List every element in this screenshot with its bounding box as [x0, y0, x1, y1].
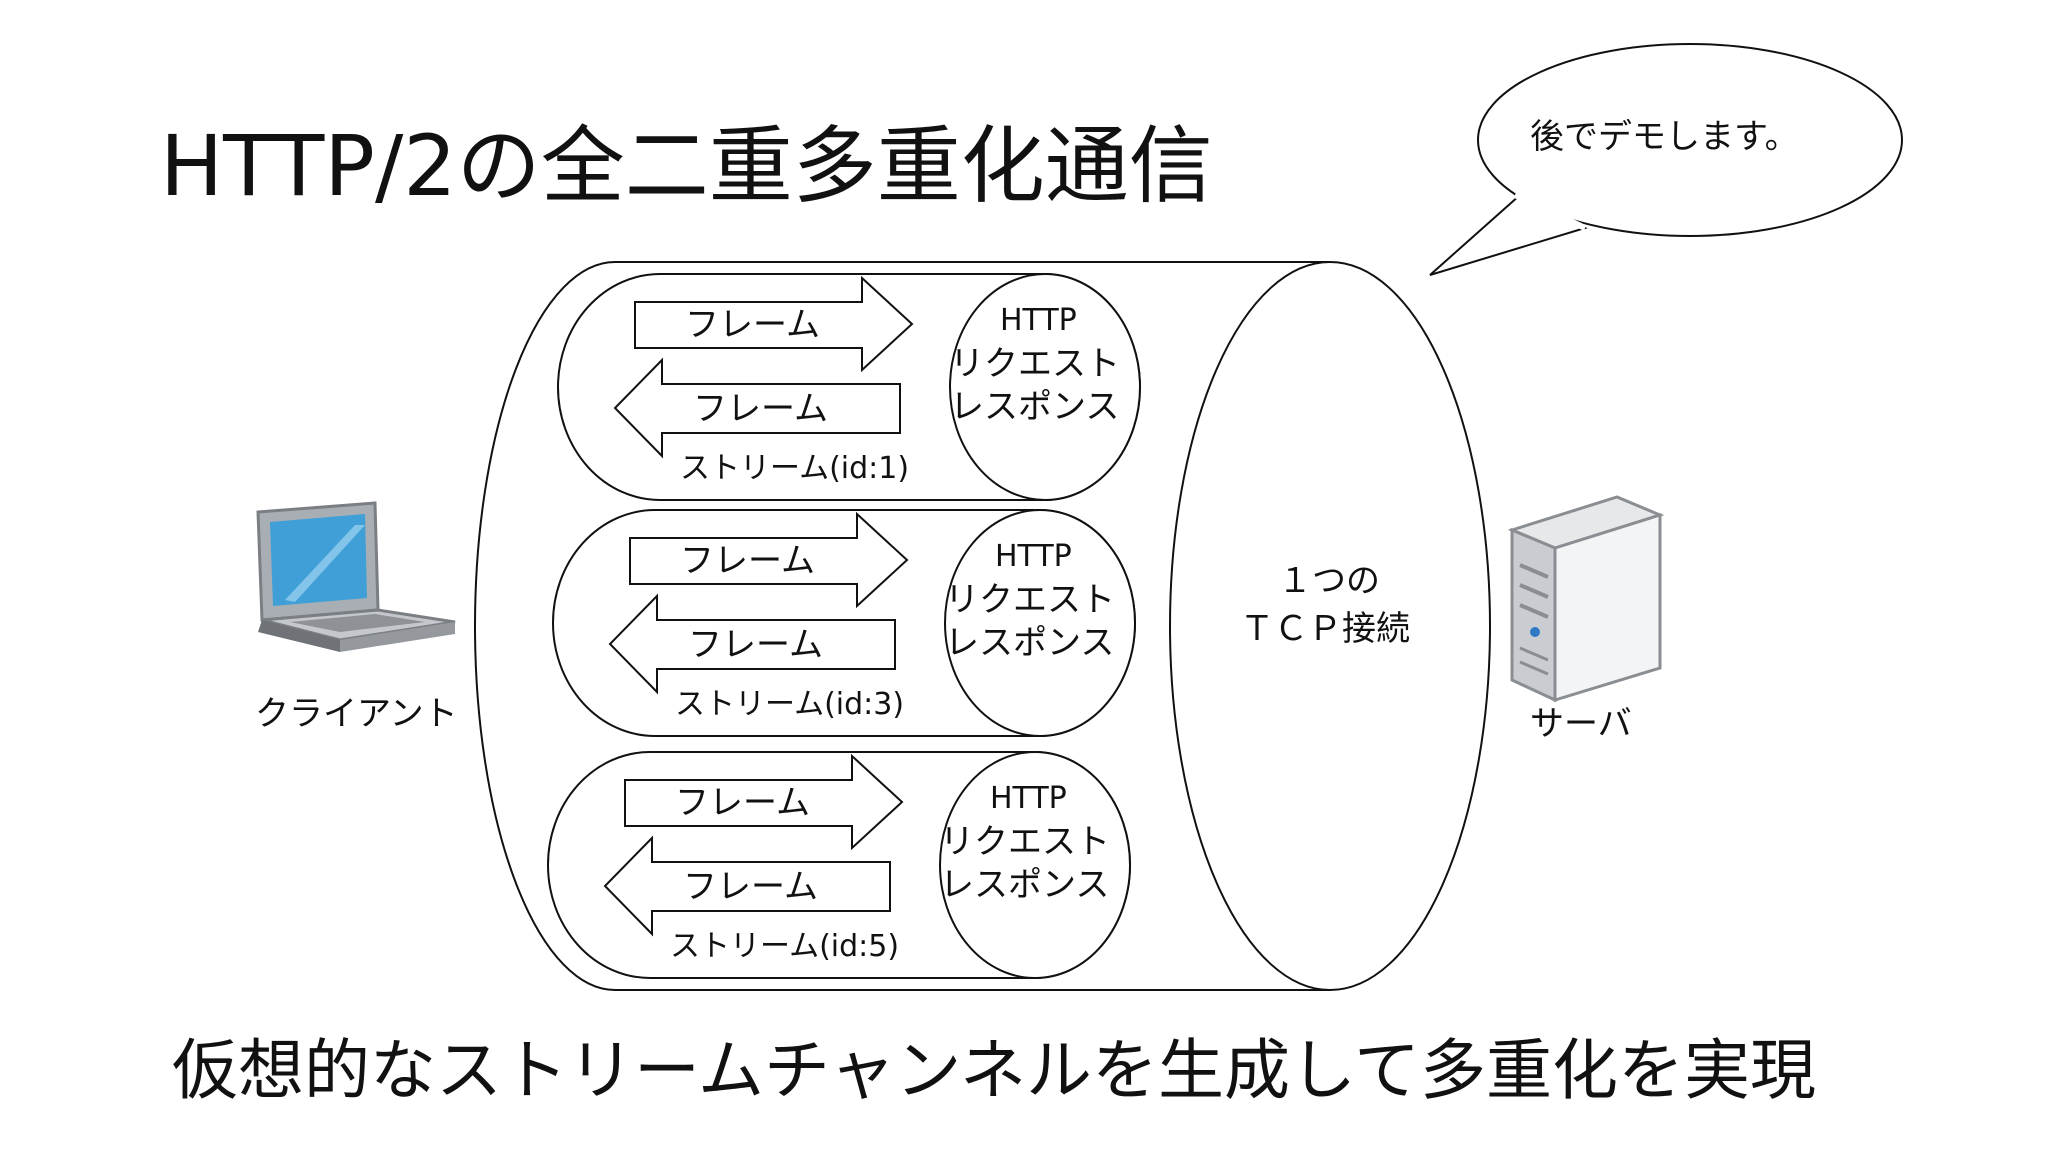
- tcp-label-line2: ＴＣＰ接続: [1240, 609, 1410, 649]
- stream-label: ストリーム(id:5): [670, 929, 899, 964]
- http-cap-line1: HTTP: [1000, 303, 1077, 338]
- laptop-icon: [256, 501, 456, 652]
- frame-arrow-incoming: [603, 835, 891, 937]
- server-label: サーバ: [1530, 704, 1632, 744]
- client-label: クライアント: [255, 694, 458, 734]
- frame-out-label: フレーム: [680, 541, 815, 581]
- frame-in-label: フレーム: [693, 389, 828, 429]
- stream-channel: フレーム フレーム ストリーム(id:5) HTTP リクエスト レスポンス: [547, 751, 1131, 979]
- frame-arrow-incoming: [608, 593, 896, 695]
- frame-arrow-outgoing: [624, 753, 904, 851]
- frame-arrow-incoming: [613, 357, 901, 459]
- bubble-text: 後でデモします。: [1530, 117, 1799, 157]
- http-cap-line1: HTTP: [990, 781, 1067, 816]
- http-cap-line3: レスポンス: [950, 387, 1119, 427]
- http-cap-line3: レスポンス: [945, 623, 1114, 663]
- frame-out-label: フレーム: [685, 305, 820, 345]
- server-icon: [1507, 495, 1665, 703]
- http-cap-line2: リクエスト: [940, 822, 1110, 862]
- stream-channel: フレーム フレーム ストリーム(id:3) HTTP リクエスト レスポンス: [552, 509, 1136, 737]
- frame-arrow-outgoing: [634, 275, 914, 373]
- frame-arrow-outgoing: [629, 511, 909, 609]
- frame-out-label: フレーム: [675, 783, 810, 823]
- http-cap-line2: リクエスト: [945, 580, 1115, 620]
- stream-label: ストリーム(id:1): [680, 451, 909, 486]
- http-cap-line3: レスポンス: [940, 865, 1109, 905]
- speech-bubble: 後でデモします。: [1429, 43, 1903, 276]
- http-cap-line2: リクエスト: [950, 344, 1120, 384]
- stream-label: ストリーム(id:3): [675, 687, 904, 722]
- frame-in-label: フレーム: [683, 867, 818, 907]
- stream-channel: フレーム フレーム ストリーム(id:1) HTTP リクエスト レスポンス: [557, 273, 1141, 501]
- frame-in-label: フレーム: [688, 625, 823, 665]
- http-cap-line1: HTTP: [995, 539, 1072, 574]
- slide-title: HTTP/2の全二重多重化通信: [160, 117, 1213, 215]
- tcp-label-line1: １つの: [1278, 561, 1380, 601]
- slide-caption: 仮想的なストリームチャンネルを生成して多重化を実現: [172, 1032, 1816, 1109]
